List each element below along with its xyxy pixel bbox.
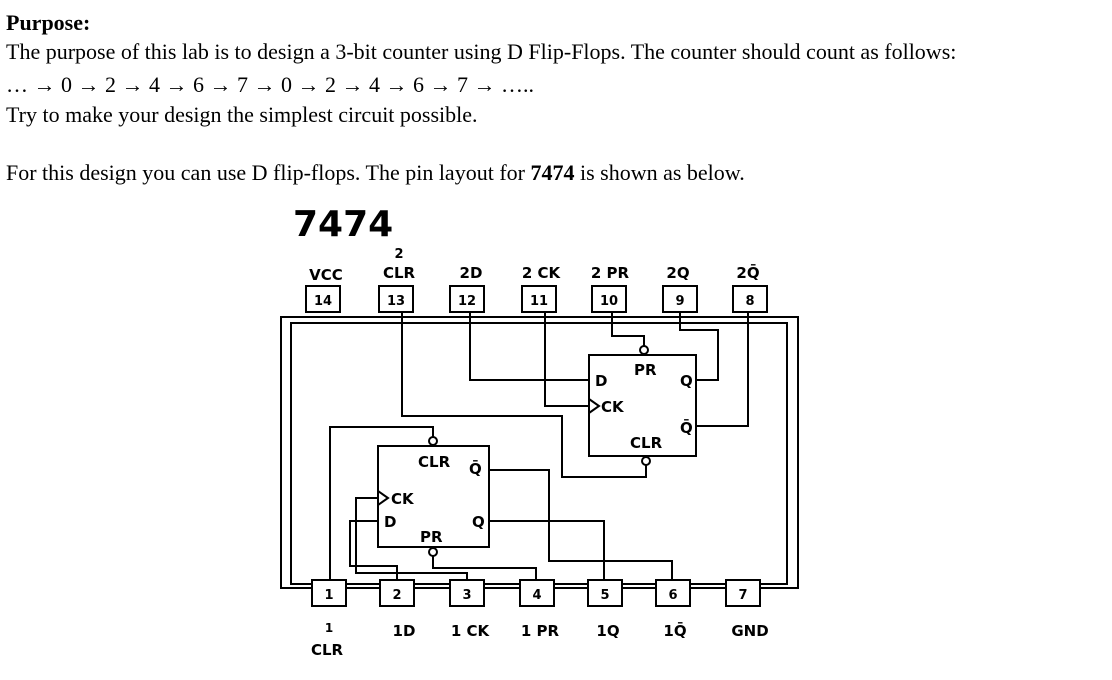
purpose-heading: Purpose: (6, 10, 91, 35)
pin-number-11: 11 (530, 294, 548, 309)
ff1-q-label: Q (472, 513, 485, 531)
pin-13-label-prefix: 2 (394, 247, 403, 262)
pin-3-box (449, 579, 485, 607)
pin-10-label: 2 PR (591, 264, 630, 282)
pin-9-box (662, 285, 698, 313)
pin-number-7: 7 (738, 588, 747, 603)
pin-number-8: 8 (745, 294, 754, 309)
ff2-ck-label: CK (601, 398, 625, 416)
pin-number-5: 5 (600, 588, 609, 603)
chip-part-number: 7474 (530, 160, 575, 185)
pin-11-label: 2 CK (522, 264, 562, 282)
pin-number-10: 10 (600, 294, 618, 309)
pin-13-label: CLR (383, 264, 416, 282)
pin-14-box (305, 285, 341, 313)
ff2-clr-label: CLR (630, 434, 663, 452)
pin-4-box (519, 579, 555, 607)
pin-8-label: 2Q̄ (736, 262, 759, 282)
pin-1-box (311, 579, 347, 607)
ff1-pr-label: PR (420, 528, 443, 546)
pin-1-label: 1 (325, 621, 333, 635)
chip-body-outer (280, 316, 799, 589)
pin-9-label: 2Q (666, 264, 689, 282)
pin-number-14: 14 (314, 294, 332, 309)
pin-number-12: 12 (458, 294, 476, 309)
pin-5-label: 1Q (596, 622, 619, 640)
ff1-qbar-label: Q̄ (469, 458, 482, 478)
pin-number-1: 1 (324, 588, 333, 603)
instruction-text-after: is shown as below. (574, 160, 745, 185)
pin-number-2: 2 (392, 588, 401, 603)
instruction-text-before: For this design you can use D flip-flops… (6, 160, 531, 185)
pin-6-label: 1Q̄ (663, 620, 686, 640)
chip-body-inner (290, 322, 788, 585)
pin-number-9: 9 (675, 294, 684, 309)
pin-10-box (591, 285, 627, 313)
ff1-d-label: D (384, 513, 396, 531)
pin-14-label: VCC (309, 266, 343, 284)
pin-13-box (378, 285, 414, 313)
ff2-d-label: D (595, 372, 607, 390)
pin-11-box (521, 285, 557, 313)
pin-7-box (725, 579, 761, 607)
pin-3-label: 1 CK (451, 622, 491, 640)
pin-12-label: 2D (460, 264, 483, 282)
ff1-clr-label: CLR (418, 453, 451, 471)
pin-2-label: 1D (393, 622, 416, 640)
design-hint: Try to make your design the simplest cir… (6, 102, 478, 127)
diagram-chip-name: 7474 (293, 204, 393, 245)
purpose-description: The purpose of this lab is to design a 3… (6, 39, 957, 64)
pin-number-3: 3 (462, 588, 471, 603)
pin-number-4: 4 (532, 588, 541, 603)
pin-layout-instruction: For this design you can use D flip-flops… (6, 158, 745, 187)
pin-1-label-suffix: CLR (311, 641, 344, 659)
pin-5-box (587, 579, 623, 607)
pin-2-box (379, 579, 415, 607)
ff2-qbar-label: Q̄ (680, 417, 693, 437)
pin-number-13: 13 (387, 294, 405, 309)
ff2-pr-label: PR (634, 361, 657, 379)
pin-number-6: 6 (668, 588, 677, 603)
pin-6-box (655, 579, 691, 607)
ff1-ck-label: CK (391, 490, 415, 508)
count-sequence: … → 0 → 2 → 4 → 6 → 7 → 0 → 2 → 4 → 6 → … (6, 72, 534, 97)
flip-flop-1-box (377, 445, 490, 548)
pin-8-box (732, 285, 768, 313)
ff2-q-label: Q (680, 372, 693, 390)
pin-12-box (449, 285, 485, 313)
pin-7-label: GND (731, 622, 768, 640)
pin-4-label: 1 PR (521, 622, 560, 640)
